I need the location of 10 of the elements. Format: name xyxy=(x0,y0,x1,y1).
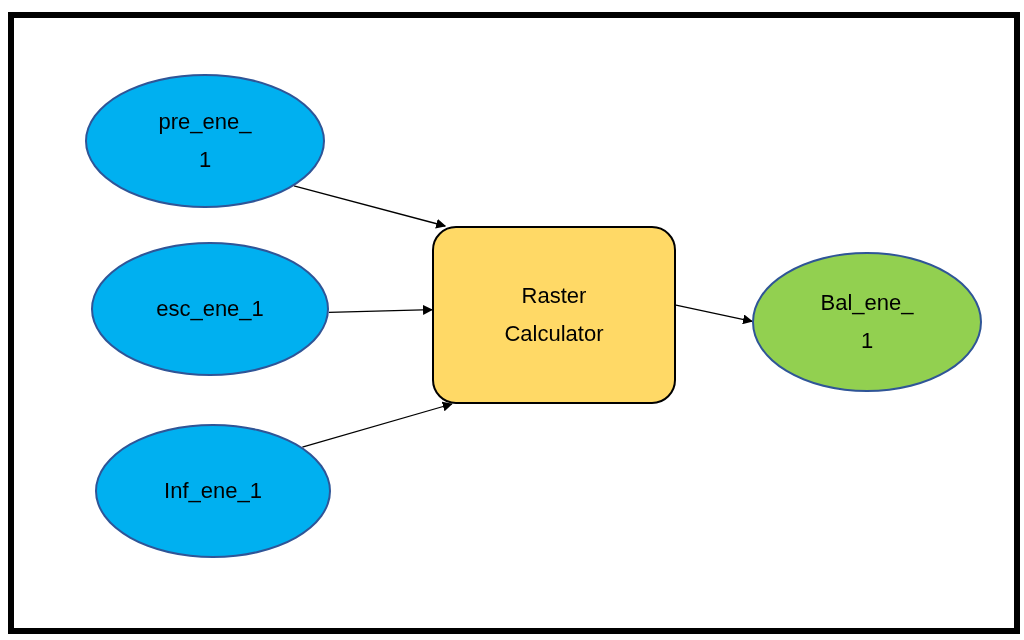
node-label: Raster Calculator xyxy=(503,282,605,348)
arrow xyxy=(301,401,453,448)
node-label: pre_ene_ 1 xyxy=(157,108,253,174)
process-box xyxy=(432,226,676,404)
arrow xyxy=(293,185,447,229)
node-label: Inf_ene_1 xyxy=(164,477,262,505)
arrow xyxy=(675,304,753,325)
arrow xyxy=(328,304,433,315)
node-label: esc_ene_1 xyxy=(156,295,264,323)
node-label: Bal_ene_ 1 xyxy=(819,289,915,355)
